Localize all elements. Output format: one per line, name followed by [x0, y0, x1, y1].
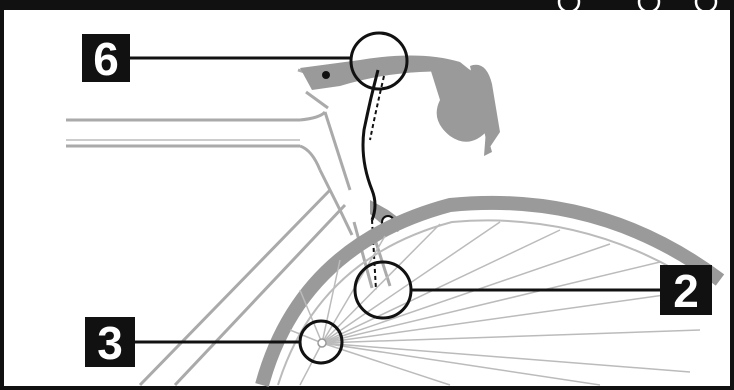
stem-bolt — [322, 71, 330, 79]
callout-6: 6 — [82, 33, 130, 85]
callout-3: 3 — [85, 317, 135, 369]
header-strip — [0, 0, 734, 10]
callout-label-3: 3 — [97, 317, 123, 369]
callout-2: 2 — [660, 265, 712, 317]
callout-label-6: 6 — [93, 33, 119, 85]
callout-label-2: 2 — [673, 265, 699, 317]
hub — [318, 339, 326, 347]
